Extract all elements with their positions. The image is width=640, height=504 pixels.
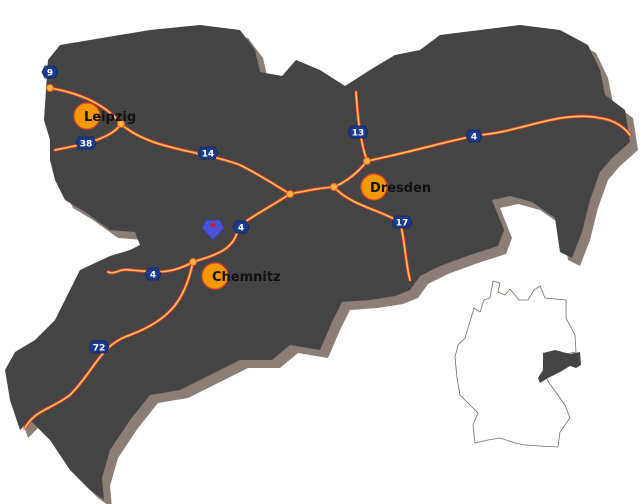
badge-shape bbox=[41, 65, 59, 79]
city-dot bbox=[360, 173, 388, 201]
city-chemnitz[interactable]: Chemnitz bbox=[201, 262, 281, 290]
junction bbox=[363, 157, 371, 165]
badge-shape bbox=[465, 129, 483, 143]
badge-shape bbox=[391, 215, 413, 229]
highway-line bbox=[107, 261, 194, 274]
city-dresden[interactable]: Dresden bbox=[360, 173, 431, 201]
highway-badges: 9 38 14 13 4 17 4 4 72 bbox=[41, 65, 483, 354]
highway-badge[interactable]: 17 bbox=[391, 215, 413, 229]
highway-line bbox=[366, 115, 631, 162]
junction bbox=[46, 84, 54, 92]
badge-label: 4 bbox=[471, 132, 477, 142]
badge-label: 9 bbox=[47, 68, 53, 78]
map-pin-icon[interactable] bbox=[201, 219, 225, 241]
badge-shape bbox=[75, 136, 97, 150]
junctions bbox=[46, 84, 371, 266]
highway-badge[interactable]: 13 bbox=[347, 125, 369, 139]
badge-label: 17 bbox=[396, 218, 409, 228]
highway-badge[interactable]: 4 bbox=[465, 129, 483, 143]
city-label: Dresden bbox=[370, 181, 431, 196]
junction bbox=[330, 183, 338, 191]
highway-badge[interactable]: 14 bbox=[197, 146, 219, 160]
highway-badge[interactable]: 72 bbox=[88, 340, 110, 354]
city-label: Chemnitz bbox=[212, 270, 281, 285]
badge-shape bbox=[347, 125, 369, 139]
city-dot bbox=[201, 262, 229, 290]
germany-locator-map bbox=[454, 280, 581, 448]
badge-shape bbox=[232, 220, 250, 234]
badge-label: 38 bbox=[80, 139, 93, 149]
highway-badge[interactable]: 4 bbox=[144, 267, 162, 281]
badge-label: 4 bbox=[150, 270, 156, 280]
highway-badge[interactable]: 38 bbox=[75, 136, 97, 150]
highway-badge[interactable]: 9 bbox=[41, 65, 59, 79]
junction bbox=[189, 258, 197, 266]
city-dot bbox=[73, 102, 101, 130]
badge-shape bbox=[144, 267, 162, 281]
highway-line bbox=[49, 87, 122, 125]
badge-shape bbox=[88, 340, 110, 354]
badge-shape bbox=[197, 146, 219, 160]
city-leipzig[interactable]: Leipzig bbox=[73, 102, 136, 130]
badge-label: 13 bbox=[352, 128, 365, 138]
city-label: Leipzig bbox=[84, 110, 136, 125]
junction bbox=[117, 120, 125, 128]
highway-badge[interactable]: 4 bbox=[232, 220, 250, 234]
badge-label: 4 bbox=[238, 223, 244, 233]
badge-label: 72 bbox=[93, 343, 106, 353]
badge-label: 14 bbox=[202, 149, 215, 159]
junction bbox=[286, 190, 294, 198]
highway-line bbox=[120, 123, 291, 195]
